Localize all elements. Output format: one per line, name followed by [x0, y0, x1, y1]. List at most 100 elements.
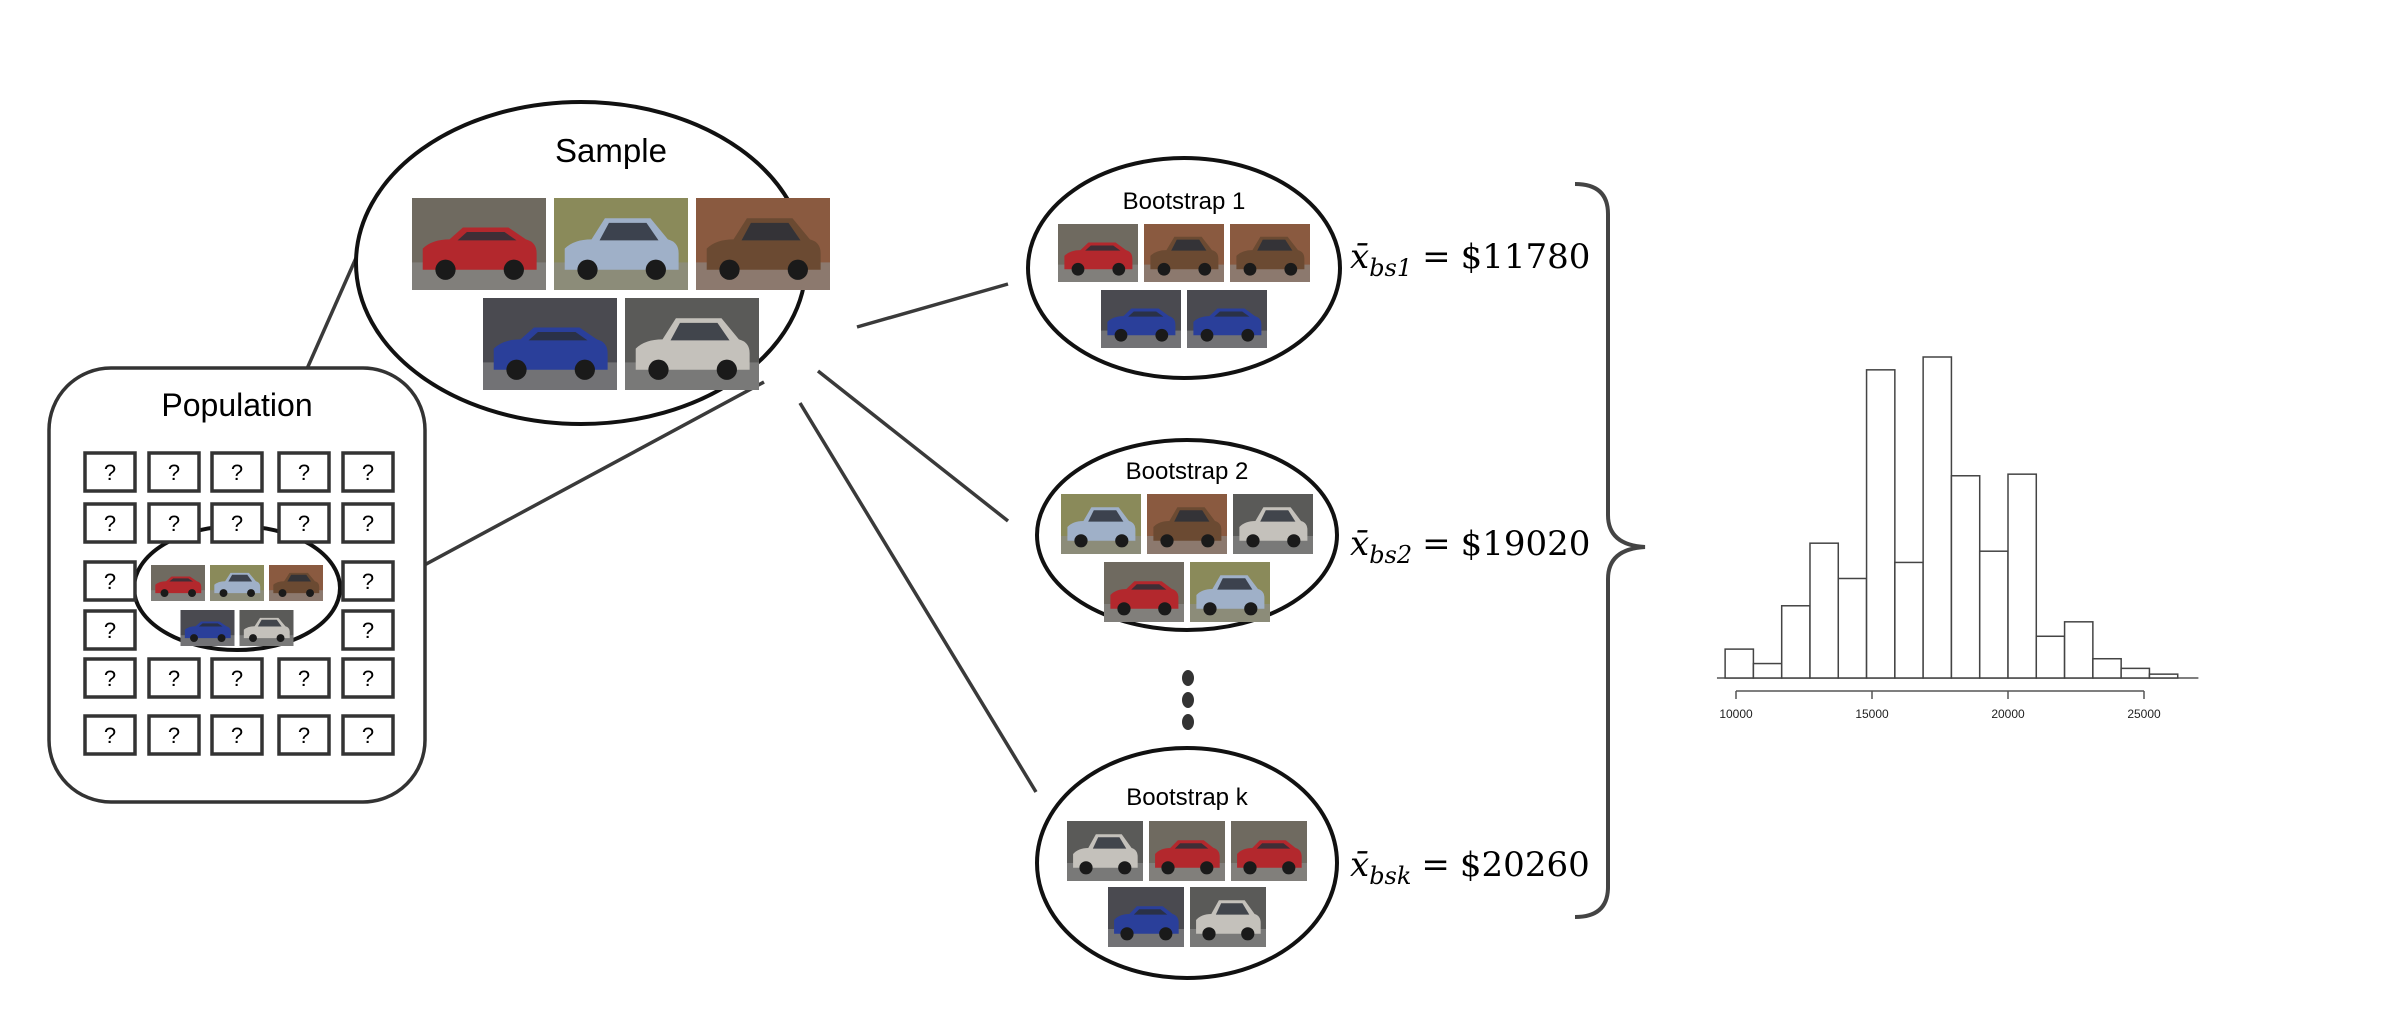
unknown-marker: ?: [298, 723, 310, 748]
unknown-marker: ?: [231, 511, 243, 536]
ellipsis-dots: [1182, 670, 1194, 730]
unknown-marker: ?: [298, 666, 310, 691]
histogram-bar: [1865, 369, 1896, 679]
unknown-marker: ?: [362, 460, 374, 485]
car-photo-silver-suv: [625, 298, 759, 390]
car-photo-red-sedan: [1149, 821, 1225, 881]
x-tick-label: 25000: [2127, 707, 2161, 721]
unknown-marker: ?: [362, 569, 374, 594]
car-photo-brown-box: [1230, 224, 1310, 282]
histogram-bar: [1752, 662, 1783, 679]
histogram-bar: [1950, 475, 1981, 679]
histogram-bar: [2063, 621, 2094, 679]
car-photo-blue-hatch: [1108, 887, 1184, 947]
car-photo-brown-box: [696, 198, 830, 290]
histogram-bar: [1780, 605, 1811, 679]
unknown-marker: ?: [168, 511, 180, 536]
unknown-unit: ?: [210, 502, 264, 544]
car-photo-brown-box: [269, 565, 323, 601]
unknown-unit: ?: [277, 502, 331, 544]
bootstrap-2-title: Bootstrap 2: [1126, 458, 1249, 485]
bootstrap-means: x̄bs1=$11780 x̄bs2=$19020 x̄bsk=$20260: [1350, 237, 1590, 890]
histogram-bar: [2148, 673, 2179, 679]
histogram-bar: [1978, 550, 2009, 679]
histogram-bar: [1837, 577, 1868, 679]
car-photo-red-sedan: [1231, 821, 1307, 881]
unknown-unit: ?: [147, 502, 201, 544]
histogram-bar: [2120, 667, 2151, 679]
x-tick-label: 10000: [1719, 707, 1753, 721]
bootstrap-k-mean: x̄bsk=$20260: [1350, 845, 1590, 890]
sample-title: Sample: [555, 132, 667, 169]
car-photo-blue-hatch: [180, 610, 235, 646]
unknown-unit: ?: [147, 714, 201, 756]
unknown-marker: ?: [231, 460, 243, 485]
unknown-marker: ?: [168, 723, 180, 748]
car-photo-silver-suv: [1233, 494, 1313, 554]
unknown-unit: ?: [277, 714, 331, 756]
car-photo-silver-suv-blue: [210, 565, 264, 601]
population-sample-cars: [151, 565, 323, 646]
unknown-unit: ?: [277, 451, 331, 493]
unknown-marker: ?: [362, 618, 374, 643]
car-photo-red-sedan: [1104, 562, 1184, 622]
unknown-marker: ?: [168, 460, 180, 485]
unknown-marker: ?: [362, 511, 374, 536]
unknown-unit: ?: [341, 609, 395, 651]
unknown-marker: ?: [104, 569, 116, 594]
histogram-bar: [2007, 473, 2038, 679]
unknown-marker: ?: [362, 723, 374, 748]
unknown-marker: ?: [298, 460, 310, 485]
car-photo-blue-hatch: [483, 298, 617, 390]
car-photo-red-sedan: [151, 565, 205, 601]
population-title: Population: [161, 387, 312, 423]
unknown-unit: ?: [341, 714, 395, 756]
unknown-unit: ?: [83, 609, 137, 651]
unknown-unit: ?: [147, 657, 201, 699]
car-photo-brown-box: [1147, 494, 1227, 554]
unknown-marker: ?: [104, 511, 116, 536]
histogram-bar: [1894, 561, 1924, 679]
unknown-unit: ?: [210, 657, 264, 699]
unknown-marker: ?: [362, 666, 374, 691]
connector-line: [856, 282, 1009, 329]
car-photo-red-sedan: [412, 198, 546, 290]
bootstrap-k-title: Bootstrap k: [1126, 784, 1248, 811]
unknown-unit: ?: [83, 714, 137, 756]
histogram-bar: [1724, 648, 1755, 679]
car-photo-silver-suv-blue: [1190, 562, 1270, 622]
unknown-unit: ?: [147, 451, 201, 493]
unknown-marker: ?: [104, 618, 116, 643]
unknown-marker: ?: [168, 666, 180, 691]
unknown-marker: ?: [104, 460, 116, 485]
bootstrap-1-title: Bootstrap 1: [1123, 188, 1246, 215]
histogram-bar: [1922, 356, 1953, 679]
unknown-unit: ?: [277, 657, 331, 699]
bootstrap-1-mean: x̄bs1=$11780: [1350, 237, 1590, 282]
unknown-unit: ?: [83, 657, 137, 699]
connector-line: [816, 369, 1010, 523]
unknown-marker: ?: [104, 723, 116, 748]
unknown-marker: ?: [104, 666, 116, 691]
car-photo-silver-suv-blue: [1061, 494, 1141, 554]
connector-line: [798, 402, 1038, 793]
car-photo-silver-suv: [239, 610, 294, 646]
histogram-bar: [2035, 635, 2066, 679]
unknown-marker: ?: [298, 511, 310, 536]
car-photo-silver-suv: [1067, 821, 1143, 881]
bootstrap-2-mean: x̄bs2=$19020: [1350, 524, 1590, 569]
bootstrap-cars: [1058, 224, 1313, 947]
histogram-bar: [1809, 542, 1840, 679]
unknown-unit: ?: [83, 502, 137, 544]
car-photo-blue-hatch: [1187, 290, 1267, 348]
unknown-unit: ?: [210, 451, 264, 493]
car-photo-blue-hatch: [1101, 290, 1181, 348]
unknown-unit: ?: [83, 451, 137, 493]
histogram-bar: [2092, 657, 2122, 679]
car-photo-silver-suv: [1190, 887, 1266, 947]
population-grid: ????????????????????????: [83, 451, 395, 756]
curly-brace: [1574, 182, 1646, 919]
